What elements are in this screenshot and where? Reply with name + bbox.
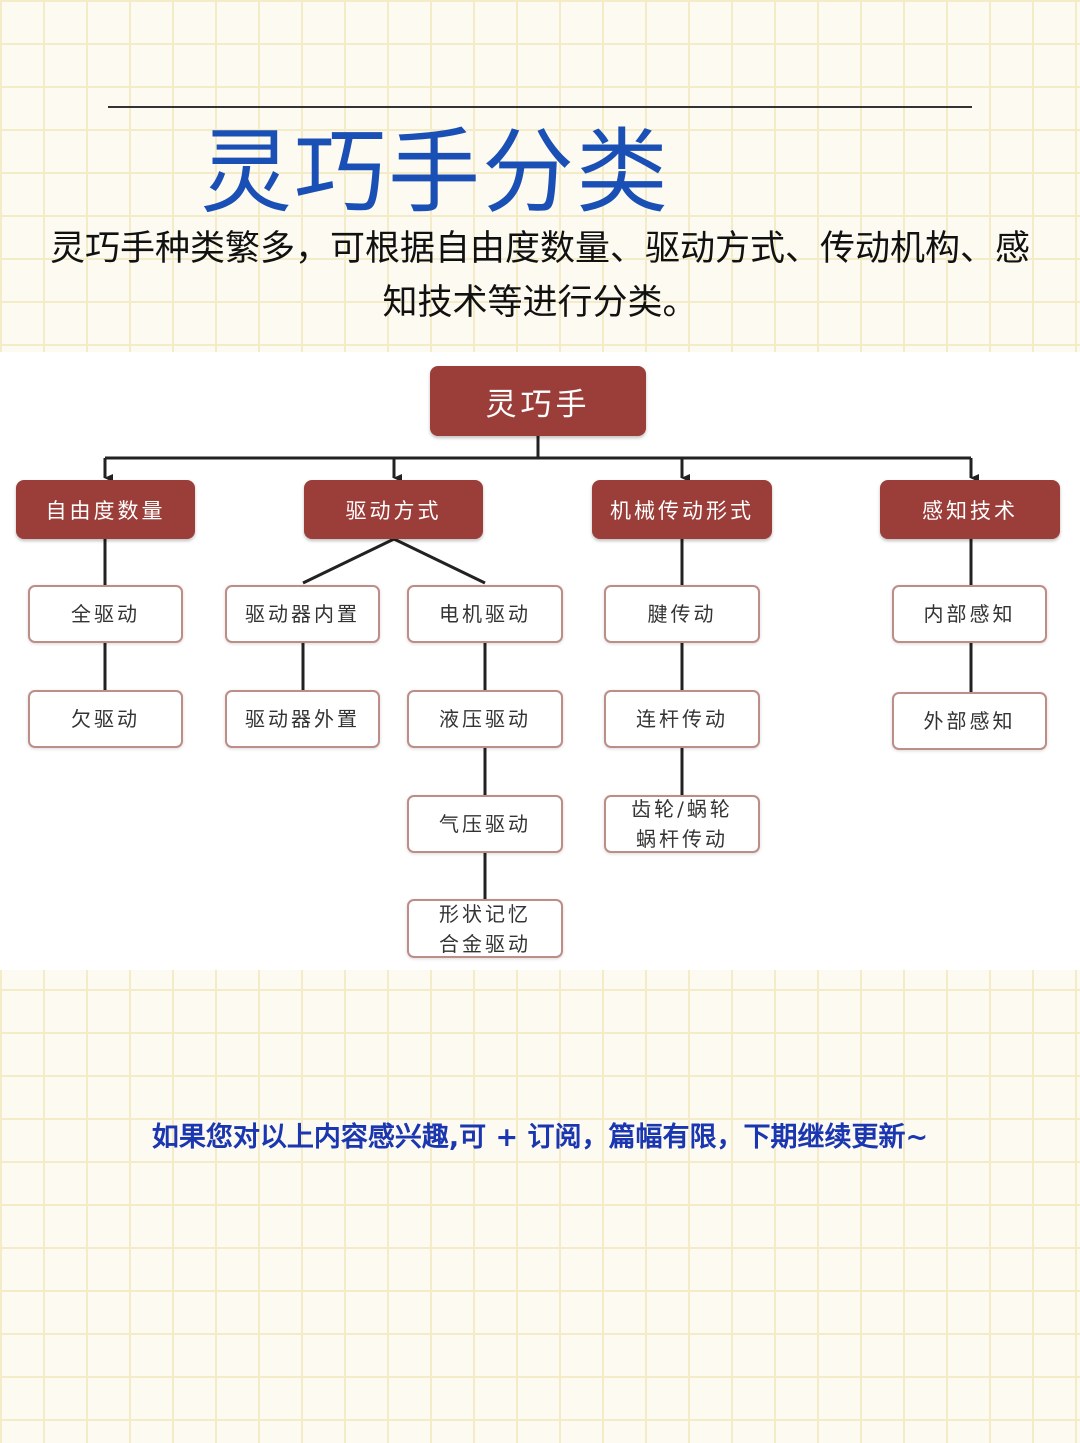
leaf-actuator-internal: 驱动器内置	[225, 585, 380, 643]
top-divider	[108, 106, 972, 108]
line-drive-internal	[302, 537, 395, 585]
leaf-tendon-drive: 腱传动	[604, 585, 760, 643]
category-sensing: 感知技术	[880, 480, 1060, 539]
leaf-hydraulic-drive: 液压驱动	[407, 690, 563, 748]
leaf-internal-sensing: 内部感知	[892, 585, 1047, 643]
subtitle-line-2: 知技术等进行分类。	[382, 283, 698, 323]
leaf-linkage-drive: 连杆传动	[604, 690, 760, 748]
line-drive-motor	[393, 537, 486, 585]
leaf-gear-worm-drive: 齿轮/蜗轮 蜗杆传动	[604, 795, 760, 853]
page-title: 灵巧手分类	[200, 119, 671, 226]
leaf-external-sensing: 外部感知	[892, 692, 1047, 750]
diagram-background	[0, 352, 1080, 970]
category-drive-mode: 驱动方式	[304, 480, 483, 539]
root-node: 灵巧手	[430, 366, 646, 436]
leaf-under-drive: 欠驱动	[28, 690, 183, 748]
leaf-sma-drive: 形状记忆 合金驱动	[407, 899, 563, 958]
page-subtitle: 灵巧手种类繁多，可根据自由度数量、驱动方式、传动机构、感 知技术等进行分类。	[0, 222, 1080, 330]
leaf-full-drive: 全驱动	[28, 585, 183, 643]
subscribe-footer: 如果您对以上内容感兴趣,可 + 订阅，篇幅有限，下期继续更新~	[151, 1122, 929, 1153]
subtitle-line-1: 灵巧手种类繁多，可根据自由度数量、驱动方式、传动机构、感	[49, 229, 1030, 269]
leaf-motor-drive: 电机驱动	[407, 585, 563, 643]
category-dof: 自由度数量	[16, 480, 195, 539]
leaf-pneumatic-drive: 气压驱动	[407, 795, 563, 853]
leaf-actuator-external: 驱动器外置	[225, 690, 380, 748]
category-transmission: 机械传动形式	[592, 480, 772, 539]
